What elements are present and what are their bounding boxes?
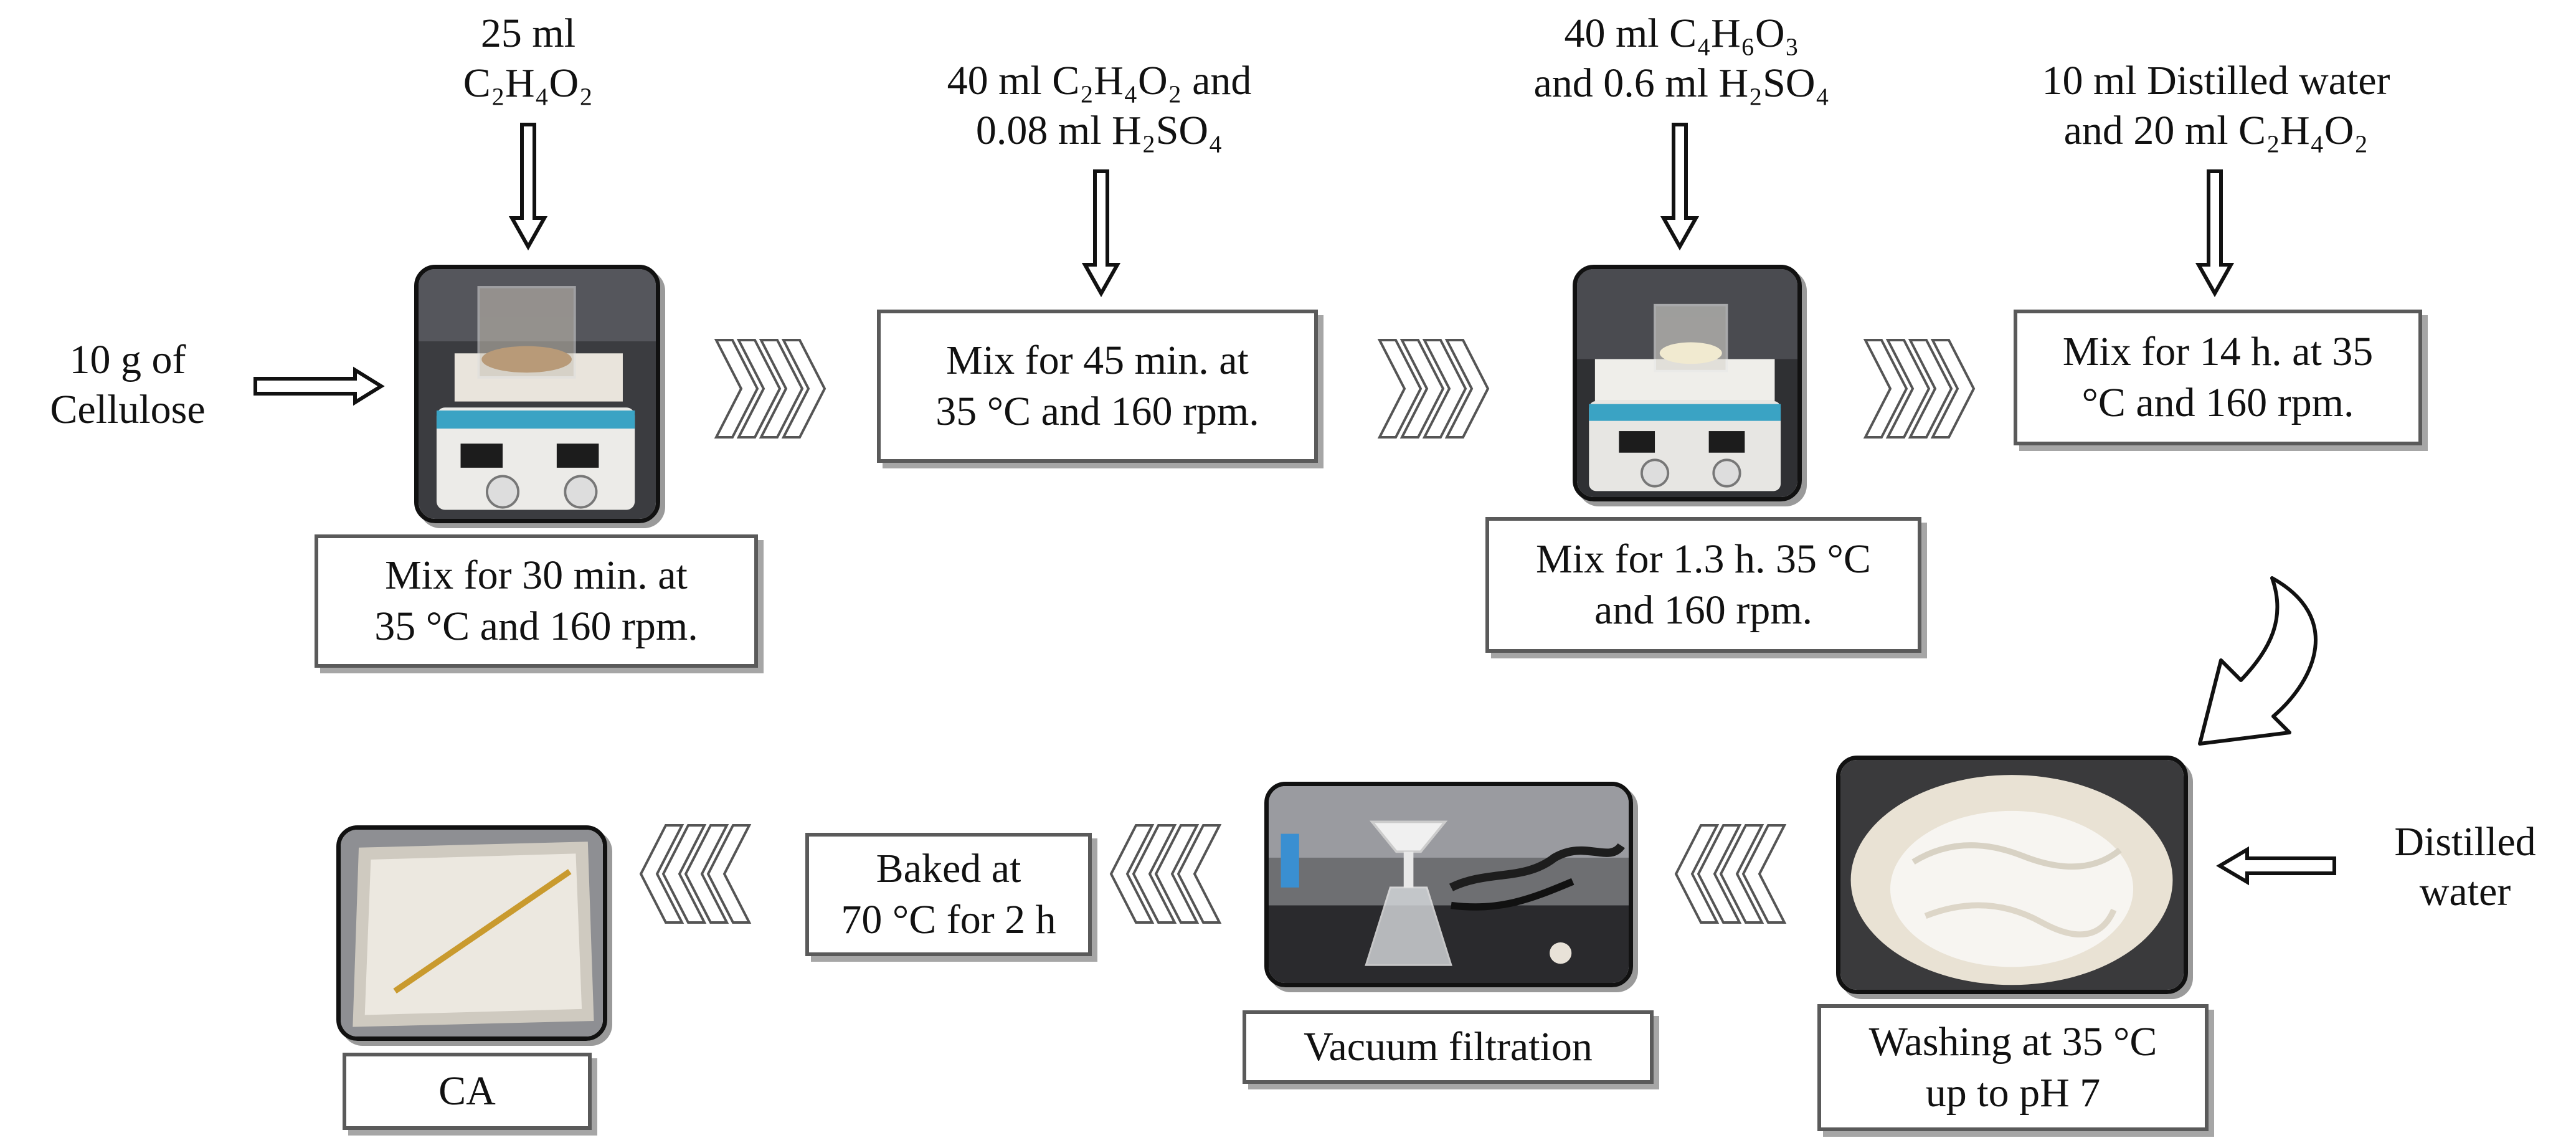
step1-box-line1: Mix for 30 min. at bbox=[385, 553, 688, 598]
step3-reagent-line1: 40 ml C₄H₆O₃ bbox=[1564, 11, 1799, 56]
arrow-down-step4 bbox=[2199, 171, 2231, 293]
step2-box: Mix for 45 min. at 35 °C and 160 rpm. bbox=[877, 310, 1318, 463]
step1-box-text: Mix for 30 min. at 35 °C and 160 rpm. bbox=[374, 550, 698, 652]
step1-reagent-line2: C₂H₄O₂ bbox=[463, 60, 594, 106]
step1-box: Mix for 30 min. at 35 °C and 160 rpm. bbox=[315, 534, 758, 668]
baked-box-text: Baked at 70 °C for 2 h bbox=[841, 843, 1056, 946]
step2-box-line1: Mix for 45 min. at bbox=[946, 338, 1249, 383]
arrow-water-to-washing bbox=[2216, 846, 2336, 886]
washing-box-line2: up to pH 7 bbox=[1925, 1070, 2101, 1116]
step1-reagent-label: 25 ml C₂H₄O₂ bbox=[404, 9, 653, 108]
washing-filter-paper-photo bbox=[1836, 756, 2188, 994]
chevron-2-to-3 bbox=[1378, 339, 1489, 439]
cellulose-input-line2: Cellulose bbox=[50, 387, 206, 432]
vacuum-filtration-setup-photo bbox=[1264, 782, 1633, 987]
step1-reagent-line1: 25 ml bbox=[480, 11, 576, 56]
cellulose-input-line1: 10 g of bbox=[69, 337, 186, 382]
distilled-water-label: Distilled water bbox=[2354, 817, 2576, 917]
step1-box-line2: 35 °C and 160 rpm. bbox=[374, 604, 698, 649]
step2-box-line2: 35 °C and 160 rpm. bbox=[935, 389, 1259, 434]
washing-box-text: Washing at 35 °C up to pH 7 bbox=[1869, 1017, 2157, 1119]
step2-box-text: Mix for 45 min. at 35 °C and 160 rpm. bbox=[935, 335, 1259, 437]
distilled-water-line2: water bbox=[2419, 869, 2511, 914]
cellulose-acetate-tray-photo bbox=[336, 825, 607, 1041]
step3-box-line2: and 160 rpm. bbox=[1594, 587, 1813, 633]
chevron-wash-to-filter bbox=[1675, 824, 1786, 924]
step4-reagent-label: 10 ml Distilled water and 20 ml C₂H₄O₂ bbox=[1979, 56, 2453, 156]
ca-product-text: CA bbox=[438, 1068, 496, 1114]
arrow-down-step1 bbox=[512, 125, 544, 247]
step4-box: Mix for 14 h. at 35 °C and 160 rpm. bbox=[2014, 310, 2422, 445]
washing-box: Washing at 35 °C up to pH 7 bbox=[1817, 1004, 2209, 1131]
step2-reagent-line2: 0.08 ml H₂SO₄ bbox=[975, 108, 1223, 153]
step4-box-line2: °C and 160 rpm. bbox=[2081, 380, 2354, 425]
step4-box-line1: Mix for 14 h. at 35 bbox=[2062, 329, 2374, 374]
chevron-3-to-4 bbox=[1864, 339, 1975, 439]
vacuum-filtration-box: Vacuum filtration bbox=[1243, 1010, 1654, 1084]
step3-box: Mix for 1.3 h. 35 °C and 160 rpm. bbox=[1485, 517, 1921, 653]
chevron-bake-to-product bbox=[640, 824, 751, 924]
distilled-water-line1: Distilled bbox=[2394, 819, 2536, 865]
vacuum-filtration-text: Vacuum filtration bbox=[1304, 1024, 1593, 1069]
step3-box-line1: Mix for 1.3 h. 35 °C bbox=[1536, 536, 1871, 582]
step4-reagent-line2: and 20 ml C₂H₄O₂ bbox=[2063, 108, 2369, 153]
ca-product-box: CA bbox=[343, 1053, 592, 1130]
step2-reagent-line1: 40 ml C₂H₄O₂ and bbox=[947, 58, 1252, 103]
arrow-down-step2 bbox=[1085, 171, 1117, 293]
chevron-filter-to-bake bbox=[1110, 824, 1221, 924]
hotplate-stirrer-beaker-photo bbox=[1573, 265, 1802, 501]
baked-box-line1: Baked at bbox=[876, 846, 1021, 891]
step3-reagent-label: 40 ml C₄H₆O₃ and 0.6 ml H₂SO₄ bbox=[1470, 9, 1893, 108]
step3-reagent-line2: and 0.6 ml H₂SO₄ bbox=[1533, 60, 1830, 106]
cellulose-input-label: 10 g of Cellulose bbox=[0, 335, 255, 435]
step3-box-text: Mix for 1.3 h. 35 °C and 160 rpm. bbox=[1536, 534, 1871, 636]
arrow-cellulose-to-step1 bbox=[253, 366, 385, 406]
step4-box-text: Mix for 14 h. at 35 °C and 160 rpm. bbox=[2063, 326, 2374, 429]
step4-reagent-line1: 10 ml Distilled water bbox=[2042, 58, 2390, 103]
baked-box: Baked at 70 °C for 2 h bbox=[805, 833, 1092, 956]
washing-box-line1: Washing at 35 °C bbox=[1868, 1019, 2157, 1065]
curved-arrow-to-washing bbox=[2198, 576, 2318, 746]
chevron-1-to-2 bbox=[715, 339, 826, 439]
arrow-down-step3 bbox=[1664, 125, 1696, 247]
hotplate-stirrer-photo bbox=[414, 265, 660, 523]
baked-box-line2: 70 °C for 2 h bbox=[841, 897, 1056, 942]
step2-reagent-label: 40 ml C₂H₄O₂ and 0.08 ml H₂SO₄ bbox=[859, 56, 1339, 156]
